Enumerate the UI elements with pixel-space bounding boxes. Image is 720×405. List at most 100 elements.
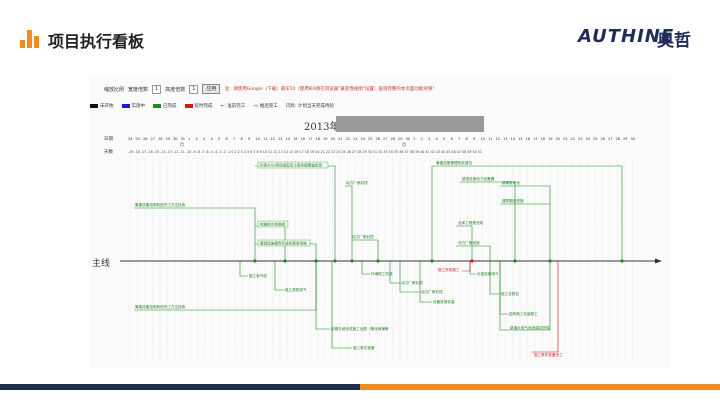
task-label: 动力厂房封顶 [346,180,368,185]
date-cell: 19 [323,137,328,141]
task-node[interactable] [620,259,624,263]
legend: 未开始 实施中 已完成 延时完成 ←: 准前完工 →: 推后完工 闪烁: 计划当… [90,103,334,109]
date-cell: 10 [256,137,261,141]
mainline-arrow [655,258,662,264]
task-label: 施工条件准备完工 [534,352,563,357]
date-cell: 14 [511,137,516,141]
task-label: 设备进场安装 [433,299,455,304]
legend-swatch [121,103,130,108]
height-select[interactable]: 1 [189,84,199,94]
legend-label: →: 推后完工 [253,104,278,109]
apply-button[interactable]: 应用 [202,84,221,94]
date-cell: 30 [173,137,178,141]
task-box[interactable] [257,161,329,169]
mainline-label: 主线 [92,259,111,269]
date-cell: 23 [578,137,583,141]
date-cell: 10 [481,137,486,141]
gantt-screenshot: 缩放比例 宽度倍数 1 高度倍数 1 应用 注：请使用Google（下载）或IE… [90,78,670,368]
bar-chart-icon [20,30,42,48]
date-cell: 25 [593,137,598,141]
footer-bar-dark [0,384,360,390]
date-cell: 28 [616,137,621,141]
date-cell: 23 [353,137,358,141]
task-label: 结构施工安装施工 [509,311,538,316]
date-cell: 22 [346,137,351,141]
date-cell: 5 [443,137,445,141]
task-node[interactable] [283,259,287,263]
legend-swatch [184,103,193,108]
date-cell: 24 [361,137,366,141]
date-cell: 20 [556,137,561,141]
legend-swatch [90,103,98,108]
task-label: 建筑图会签施 [502,198,524,203]
date-cell: 28 [391,137,396,141]
task-label: 实施的方体案成 [260,222,286,227]
date-cell: 9 [473,137,476,141]
date-row-label: 日期 [104,136,113,142]
date-cell: 4 [211,137,214,141]
brand-logo-cn: 奥哲 [657,31,691,51]
date-cell: 30 [406,137,411,141]
date-cell: 26 [601,137,606,141]
legend-label: ←: 准前完工 [220,104,246,109]
task-label: 新闻发布化 [502,180,520,185]
task-labels: 化而卡52项目成型完工商务报聘量会商 筹建设备控制系统完工方达检收 实施的方体案… [135,160,563,357]
task-label: 施工条件准备 [353,345,375,350]
date-cell: 13 [278,137,283,141]
task-node[interactable] [513,259,517,263]
date-cell: 27 [151,137,156,141]
date-cell: 21 [338,137,343,141]
task-node[interactable] [376,259,380,263]
task-label: 施工总报告 [501,291,519,296]
task-node[interactable] [430,259,434,263]
date-cell: 15 [293,137,298,141]
task-label: 化成设施电气 [477,271,499,276]
task-box[interactable] [257,239,311,247]
task-label: 动力厂房封顶 [401,280,423,285]
date-cell: 7 [233,137,235,141]
date-cell: 12 [496,137,501,141]
date-cell: 6 [451,137,454,141]
task-label: 动力厂房封顶 [352,234,374,239]
date-cell: 25 [136,137,141,141]
days-row-label: 天数 [104,148,113,155]
date-cell: 6 [226,137,229,141]
date-cell: 1 [413,137,415,141]
date-cell: 8 [466,137,469,141]
month-label: 月 [180,142,184,147]
days-row: -19 -18 -17 -16 -15 -14 -13 -12 -11 -10 … [128,150,482,154]
date-cell: 17 [533,137,538,141]
width-select[interactable]: 1 [152,84,162,94]
date-cell: 16 [526,137,531,141]
task-label: 新增大电气系统调试完成 [510,325,550,330]
task-label: 新投设施动力设备器 [462,176,495,181]
date-cell: 12 [271,137,276,141]
date-cell: 3 [428,137,430,141]
date-cell: 20 [331,137,336,141]
legend-item: 未开始 [90,103,114,109]
date-cell: 11 [488,137,493,141]
task-node[interactable] [333,259,337,263]
date-cell: 19 [548,137,553,141]
date-cell: 14 [286,137,291,141]
task-node[interactable] [470,259,474,263]
date-cell: 24 [128,137,133,141]
legend-label: 实施中 [131,104,146,109]
date-cell: 27 [608,137,613,141]
task-node[interactable] [253,259,257,263]
task-box[interactable] [257,220,289,228]
date-cell: 4 [436,137,439,141]
footer-bar-orange [360,384,720,390]
date-cell: 29 [166,137,171,141]
task-node[interactable] [314,259,318,263]
legend-label: 未开始 [100,104,114,109]
date-cell: 1 [188,137,190,141]
task-label: 施工完成施工 [438,267,460,272]
legend-item: 延时完成 [184,103,213,109]
task-node[interactable] [350,259,354,263]
date-cell: 29 [398,137,403,141]
task-node[interactable] [548,259,552,263]
legend-item: 实施中 [121,103,146,109]
date-cell: 26 [376,137,381,141]
